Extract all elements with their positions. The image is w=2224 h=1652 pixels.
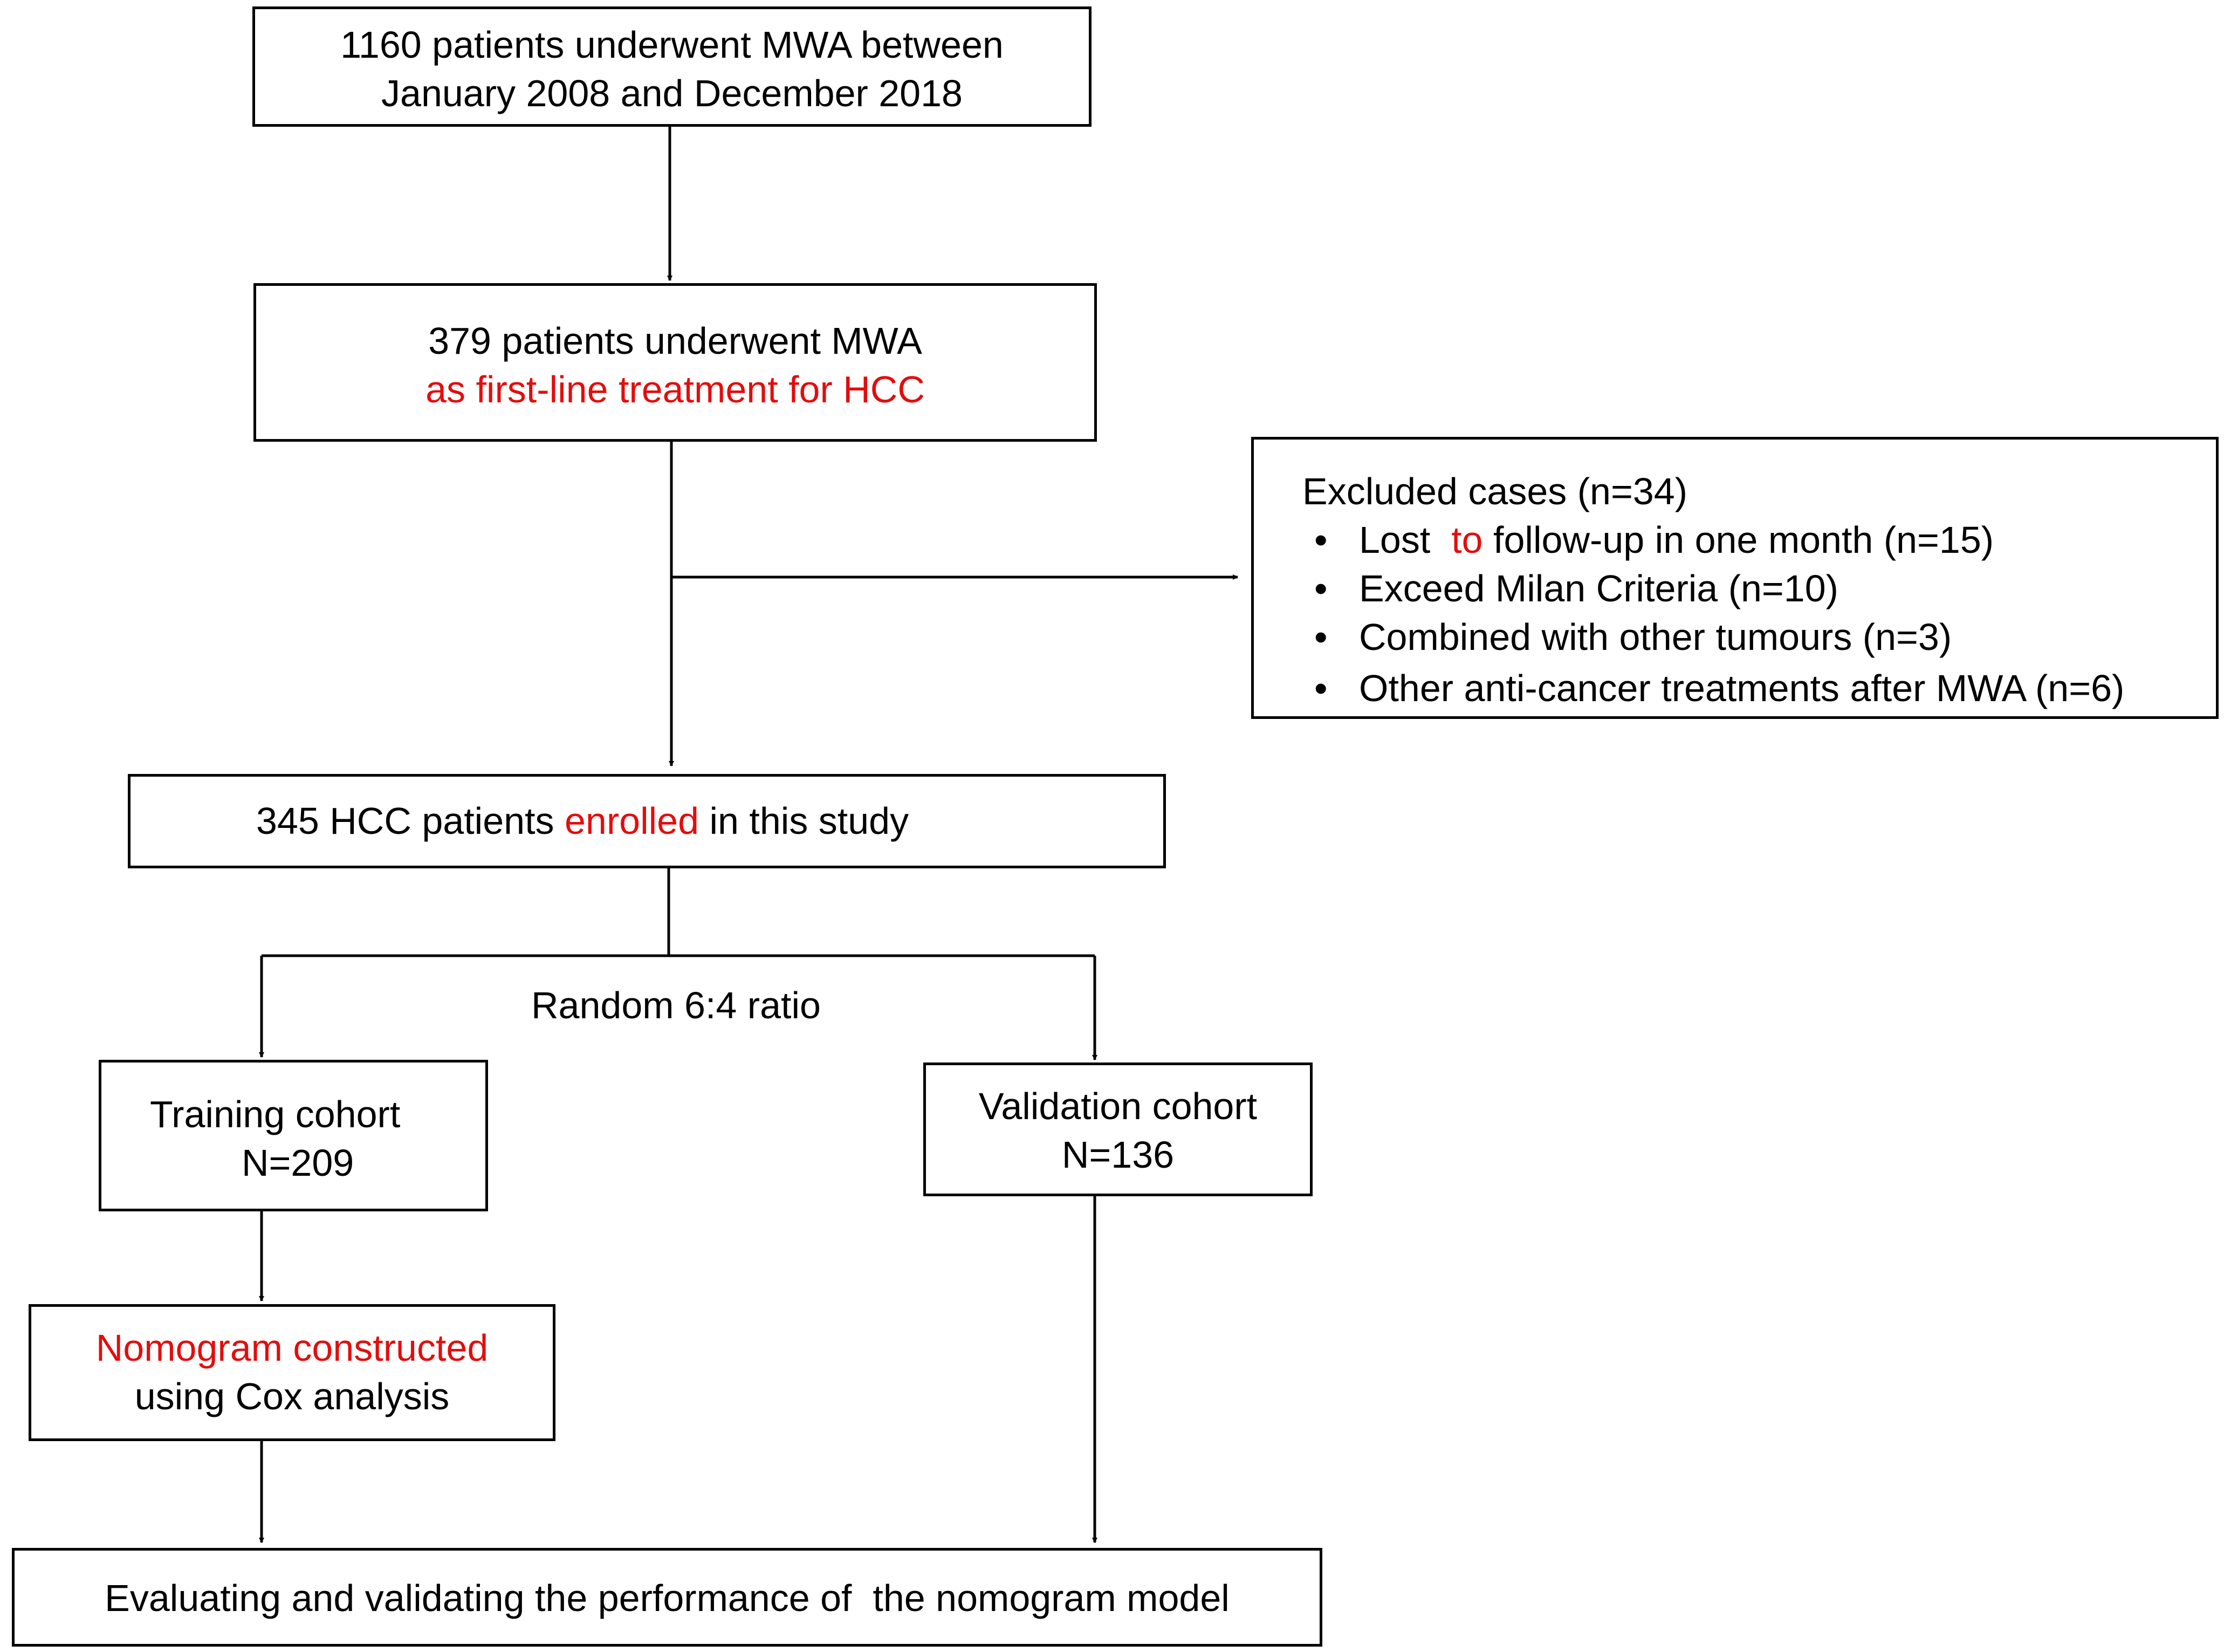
bullet-icon: • [1314,567,1328,609]
excluded-title: Excluded cases (n=34) [1302,470,1688,512]
final-text: Evaluating and validating the performanc… [105,1577,1230,1619]
box-first-line-mwa: 379 patients underwent MWA as first-line… [253,283,1097,442]
box-all-mwa-patients: 1160 patients underwent MWA between Janu… [252,6,1092,127]
excluded-item-lost-followup: Lost to follow-up in one month (n=15) [1359,519,1994,561]
validation-line2: N=136 [1061,1134,1175,1176]
excluded-item-other-tumours: Combined with other tumours (n=3) [1359,616,1952,658]
excluded-item-milan: Exceed Milan Criteria (n=10) [1359,567,1838,609]
excluded-item-other-treatments: Other anti-cancer treatments after MWA (… [1359,667,2125,709]
box-first-line-line1: 379 patients underwent MWA [428,320,922,362]
box-validation-cohort: Validation cohort N=136 [923,1063,1313,1196]
box-first-line-line2: as first-line treatment for HCC [425,368,925,410]
training-line1: Training cohort [150,1093,401,1135]
bullet-icon: • [1314,667,1328,709]
box-evaluate-validate: Evaluating and validating the performanc… [12,1548,1322,1647]
box-enrolled-patients: 345 HCC patients enrolled in this study [128,774,1166,868]
training-line2: N=209 [242,1142,354,1184]
split-ratio-label: Random 6:4 ratio [531,984,821,1026]
nomogram-line1: Nomogram constructed [95,1327,489,1369]
bullet-icon: • [1314,616,1328,658]
box-enrolled-text: 345 HCC patients enrolled in this study [256,800,909,842]
box-nomogram-constructed: Nomogram constructed using Cox analysis [29,1304,555,1441]
nomogram-line2: using Cox analysis [134,1375,450,1417]
box-training-cohort: Training cohort N=209 [99,1060,488,1211]
bullet-icon: • [1314,519,1328,561]
box-all-mwa-line1: 1160 patients underwent MWA between [340,24,1004,66]
validation-line1: Validation cohort [978,1085,1258,1127]
box-excluded-cases: Excluded cases (n=34) • Lost to follow-u… [1251,437,2219,719]
box-all-mwa-line2: January 2008 and December 2018 [381,72,963,114]
